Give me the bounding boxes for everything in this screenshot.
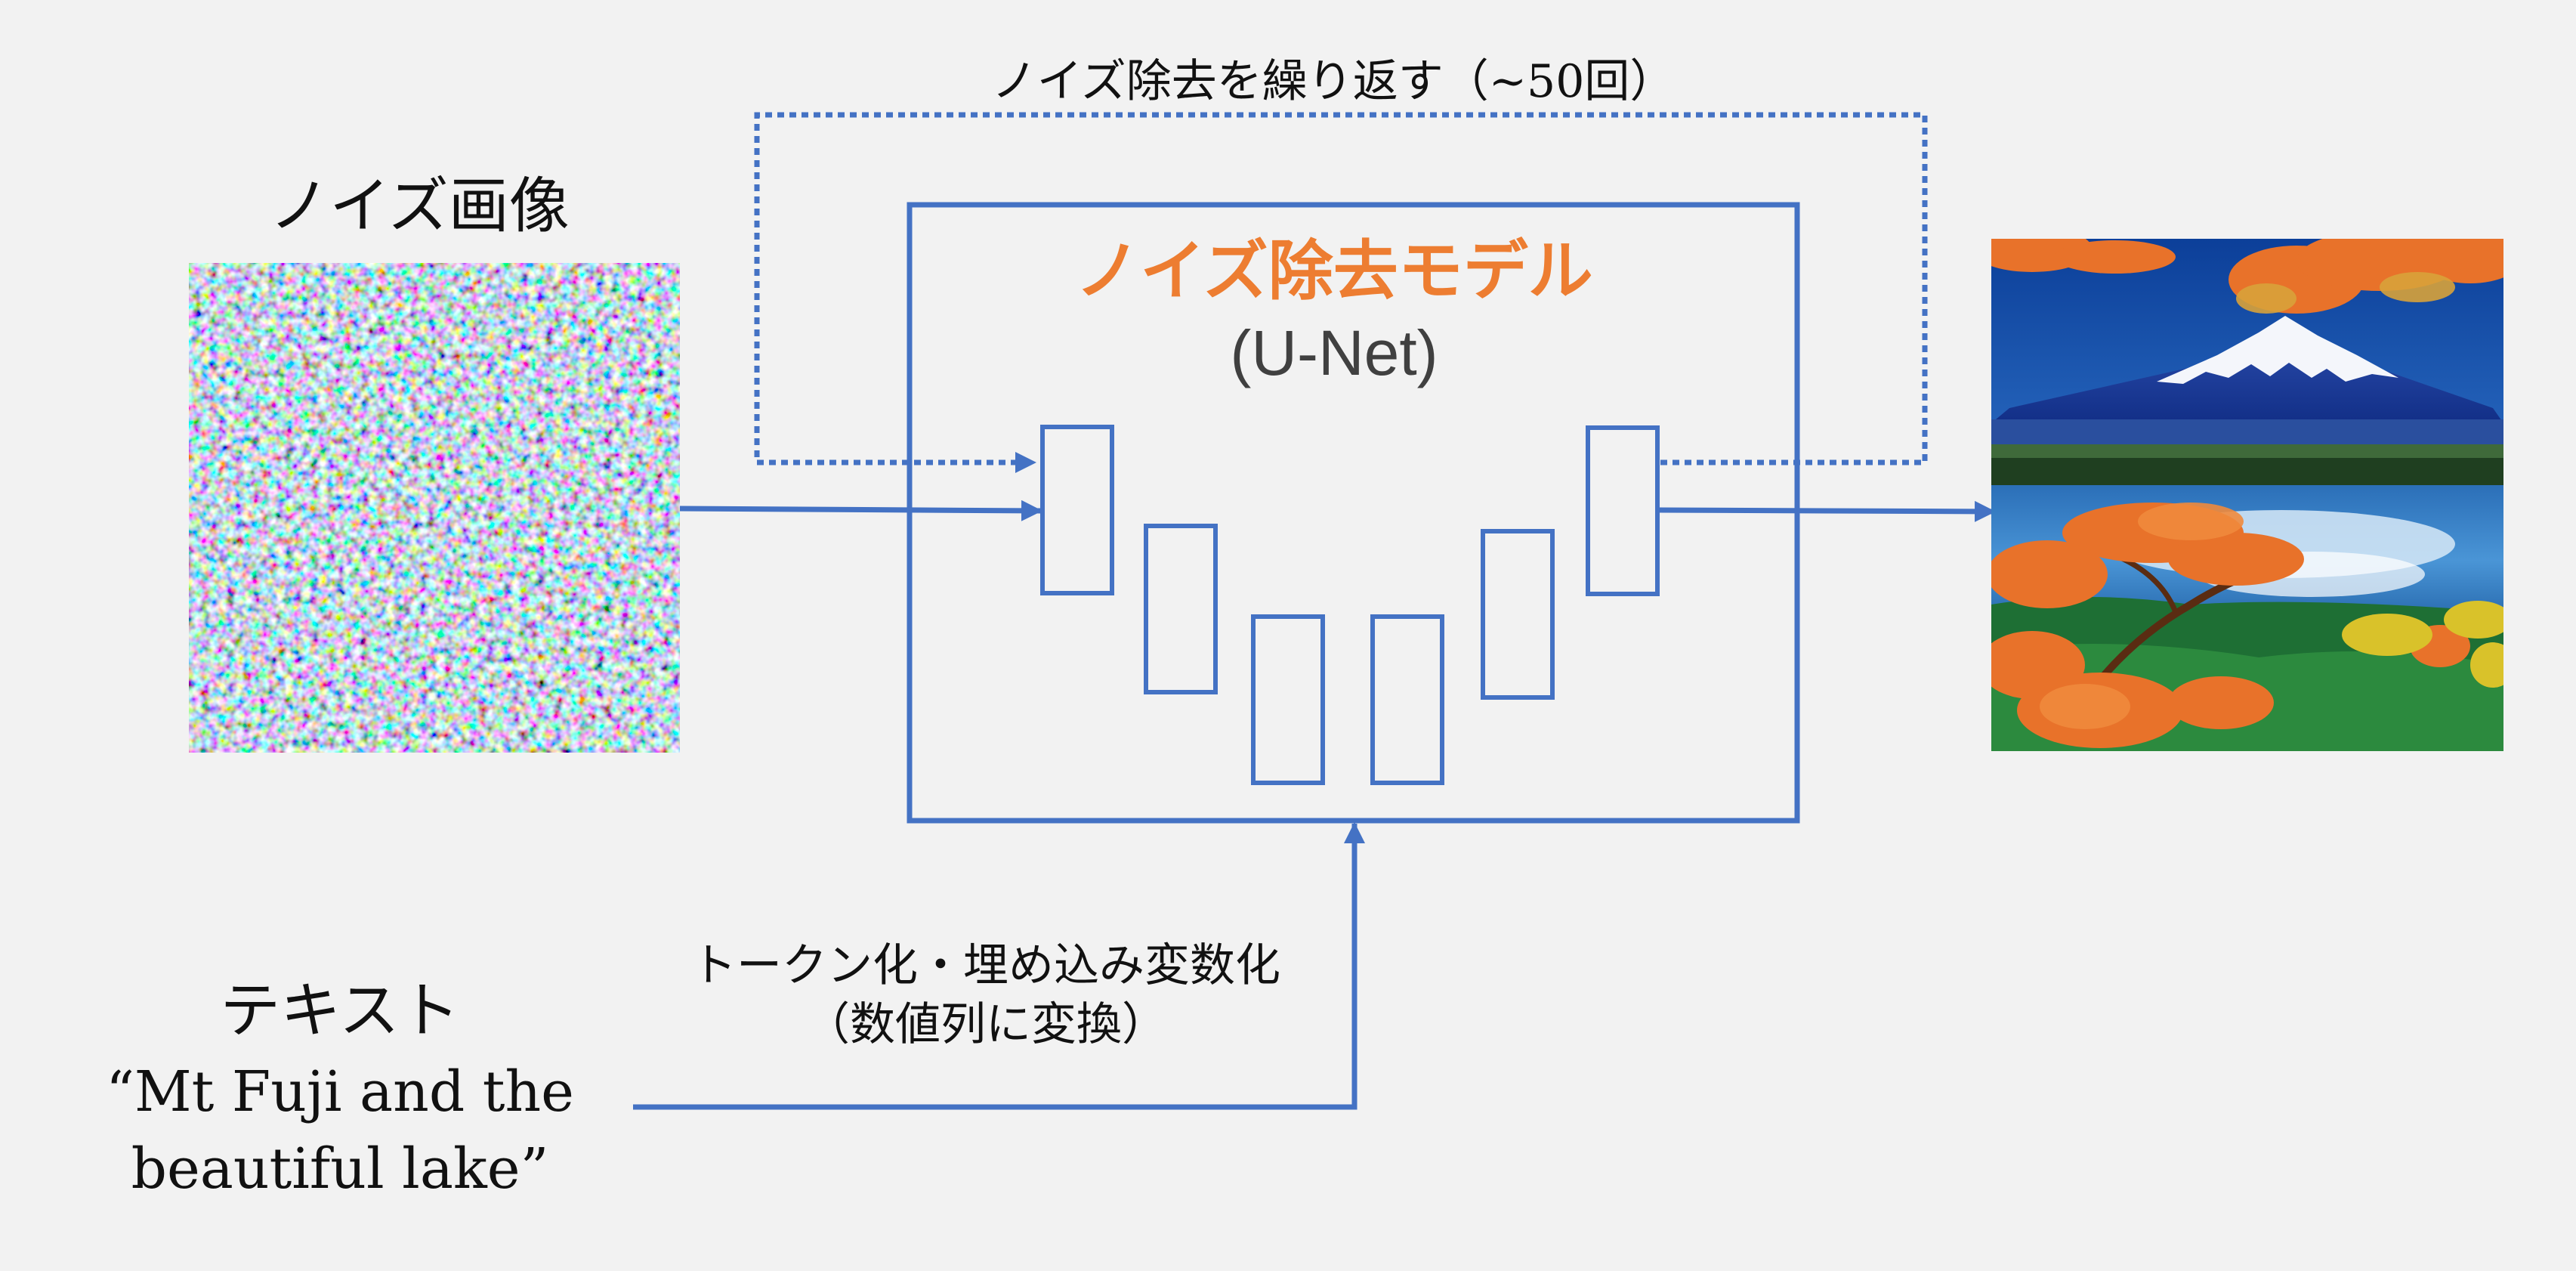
- model-title: ノイズ除去モデル: [1075, 235, 1592, 308]
- unet-block-4: [1373, 617, 1442, 783]
- loop-label: ノイズ除去を繰り返す（~50回）: [992, 55, 1676, 108]
- output-image: [1972, 227, 2523, 751]
- unet-block-6: [1588, 428, 1657, 594]
- embedding-label-line-1: トークン化・埋め込み変数化: [691, 939, 1280, 992]
- text-prompt-line-1: “Mt Fuji and the: [106, 1059, 574, 1124]
- unet-block-1: [1042, 427, 1112, 593]
- unet-block-2: [1146, 526, 1215, 692]
- embedding-label-line-2: （数値列に変換）: [805, 998, 1167, 1051]
- unet-block-5: [1483, 531, 1552, 697]
- model-subtitle: (U-Net): [1230, 317, 1438, 388]
- noise-image-label: ノイズ画像: [269, 171, 570, 241]
- noise-to-model-arrow: [680, 509, 1041, 511]
- text-input-heading: テキスト: [220, 976, 460, 1046]
- text-prompt-line-2: beautiful lake”: [131, 1136, 549, 1201]
- noise-image: [189, 263, 680, 753]
- unet-blocks: [1042, 427, 1657, 783]
- unet-block-3: [1253, 617, 1323, 783]
- model-to-output-arrow: [1659, 510, 1994, 512]
